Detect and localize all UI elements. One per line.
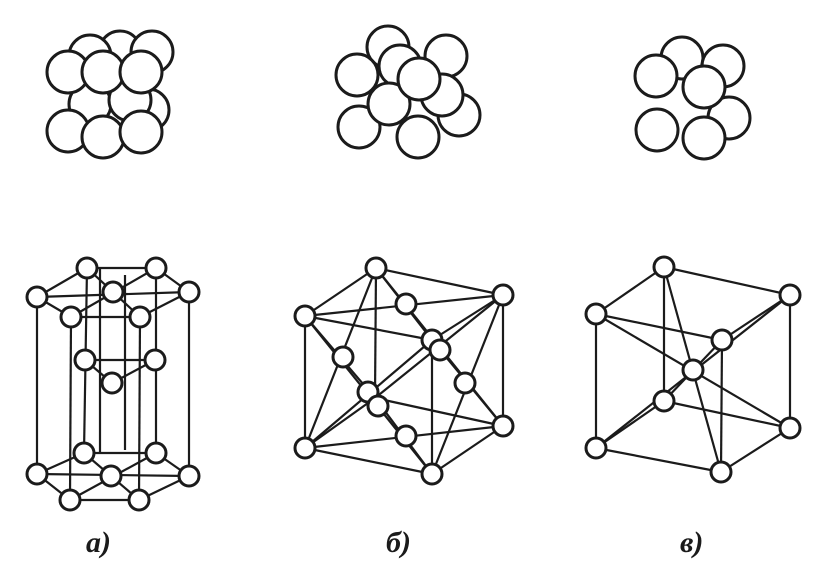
packing-v — [633, 35, 752, 161]
packing-b — [334, 24, 482, 160]
unit-cell-hexagonal — [25, 256, 201, 512]
label-v: в) — [680, 526, 703, 559]
label-b: б) — [386, 526, 411, 559]
packing-a — [45, 29, 175, 160]
unit-cell-fcc — [293, 256, 515, 486]
label-a: а) — [86, 526, 111, 559]
unit-cell-bcc — [584, 255, 802, 484]
